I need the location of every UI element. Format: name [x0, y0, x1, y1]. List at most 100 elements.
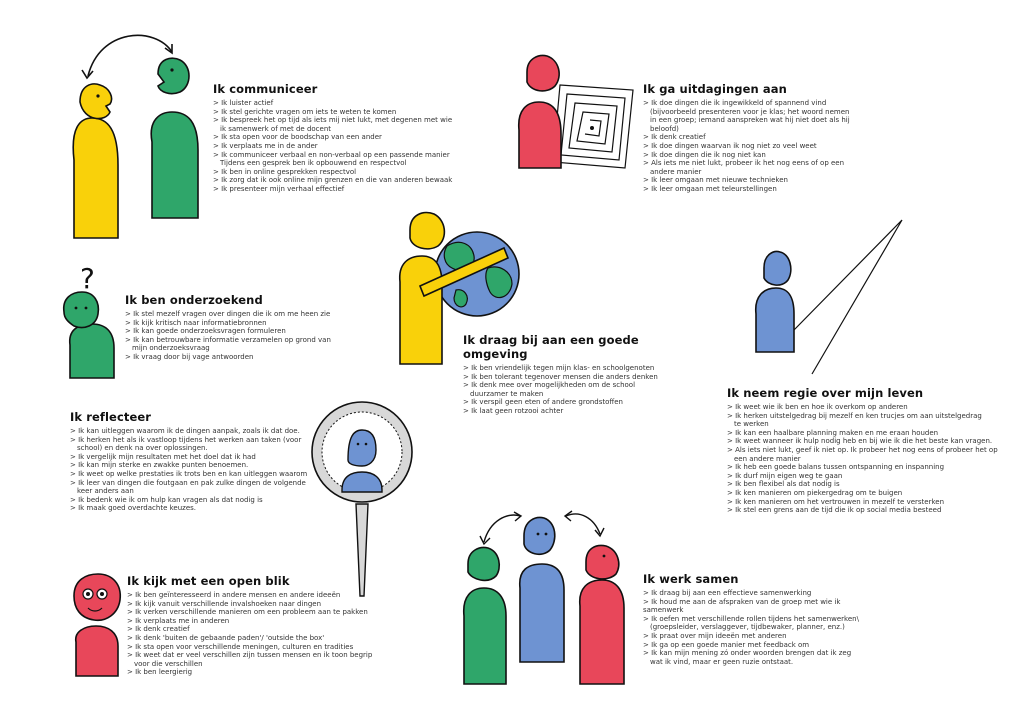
- section-self-direction: Ik neem regie over mijn leven Ik weet wi…: [727, 386, 1012, 515]
- list-item: wat ik vind, maar er geen ruzie ontstaat…: [650, 657, 794, 666]
- list-item: Ik herken het als ik vastloop tijdens he…: [70, 436, 310, 445]
- environment-illustration: [398, 211, 520, 365]
- question-mark-icon: ?: [80, 262, 95, 295]
- red-person-icon: [578, 544, 625, 685]
- list-item: Ik kan uitleggen waarom ik de dingen aan…: [70, 427, 310, 436]
- list-item: Ik denk mee over mogelijkheden om de sch…: [463, 381, 693, 390]
- green-head-icon: [62, 291, 115, 379]
- list-item: te werken: [734, 420, 769, 429]
- list-item: een andere manier: [734, 454, 801, 463]
- list-item: Ik kan goede onderzoeksvragen formuleren: [125, 327, 375, 336]
- list-item: Ik doe dingen waarvan ik nog niet zo vee…: [643, 142, 873, 151]
- section-open-mind: Ik kijk met een open blik Ik ben geïnter…: [127, 574, 377, 677]
- section-title: Ik draag bij aan een goede omgeving: [463, 333, 639, 361]
- section-list: Ik ben geïnteresseerd in andere mensen e…: [127, 591, 377, 677]
- blue-person-icon: [341, 429, 383, 493]
- section-title: Ik ben onderzoekend: [125, 293, 263, 307]
- list-item: Ik weet dat er veel verschillen zijn tus…: [127, 651, 377, 660]
- list-item: (bijvoorbeeld presenteren voor je klas; …: [650, 107, 850, 116]
- section-list: Ik doe dingen die ik ingewikkeld of span…: [643, 99, 873, 194]
- list-item: Ik vergelijk mijn resultaten met het doe…: [70, 453, 310, 462]
- list-item: Ik ken manieren om piekergedrag om te bu…: [727, 489, 1012, 498]
- green-person-icon: [462, 546, 507, 685]
- list-item: beloofd): [650, 124, 679, 133]
- list-item: Ik weet op welke prestaties ik trots ben…: [70, 470, 310, 479]
- list-item: Ik ben tolerant tegenover mensen die and…: [463, 373, 693, 382]
- list-item: Ik verplaats me in de ander: [213, 142, 503, 151]
- list-item: Ik ben flexibel als dat nodig is: [727, 480, 1012, 489]
- list-item: Ik bedenk wie ik om hulp kan vragen als …: [70, 496, 310, 505]
- list-item: Ik ben vriendelijk tegen mijn klas- en s…: [463, 364, 693, 373]
- list-item: Ik sta open voor de boodschap van een an…: [213, 133, 503, 142]
- section-list: Ik draag bij aan een effectieve samenwer…: [643, 589, 883, 666]
- section-reflect: Ik reflecteer Ik kan uitleggen waarom ik…: [70, 410, 310, 513]
- list-item: Ik stel een grens aan de tijd die ik op …: [727, 506, 1012, 515]
- list-item: Ik doe dingen die ik nog niet kan: [643, 151, 873, 160]
- list-item: Ik verplaats me in anderen: [127, 617, 377, 626]
- list-item: Ik kan mijn mening zó onder woorden bren…: [643, 649, 883, 658]
- list-item: Ik stel gerichte vragen om iets te weten…: [213, 108, 503, 117]
- list-item: Ik kan mijn sterke en zwakke punten beno…: [70, 461, 310, 470]
- blue-person-icon: [754, 250, 795, 353]
- section-environment: Ik draag bij aan een goede omgeving Ik b…: [463, 333, 693, 416]
- section-list: Ik stel mezelf vragen over dingen die ik…: [125, 310, 375, 362]
- list-item: Ik zorg dat ik ook online mijn grenzen e…: [213, 176, 503, 185]
- list-item: keer anders aan: [77, 487, 134, 496]
- section-list: Ik ben vriendelijk tegen mijn klas- en s…: [463, 364, 693, 416]
- research-illustration: ?: [62, 262, 115, 379]
- list-item: Ik herken uitstelgedrag bij mezelf en ke…: [727, 412, 1012, 421]
- list-item: Ik vraag door bij vage antwoorden: [125, 353, 375, 362]
- section-title: Ik werk samen: [643, 572, 739, 586]
- list-item: Ik durf mijn eigen weg te gaan: [727, 472, 1012, 481]
- list-item: Ik weet wie ik ben en hoe ik overkom op …: [727, 403, 1012, 412]
- list-item: Ik sta open voor verschillende meningen,…: [127, 643, 377, 652]
- list-item: Ik denk creatief: [643, 133, 873, 142]
- list-item: Ik verspil geen eten of andere grondstof…: [463, 398, 693, 407]
- list-item: duurzamer te maken: [470, 389, 544, 398]
- open-mind-illustration: [73, 573, 122, 677]
- section-title: Ik kijk met een open blik: [127, 574, 290, 588]
- list-item: Tijdens een gesprek ben ik opbouwend en …: [220, 159, 407, 168]
- section-communicate: Ik communiceer Ik luister actief Ik stel…: [213, 82, 503, 194]
- list-item: Ik leer van dingen die foutgaan en pak z…: [70, 479, 310, 488]
- list-item: Ik stel mezelf vragen over dingen die ik…: [125, 310, 375, 319]
- yellow-person-icon: [398, 211, 510, 365]
- list-item: Ik ben in online gesprekken respectvol: [213, 168, 503, 177]
- reflect-illustration: [311, 401, 413, 597]
- yellow-person-icon: [72, 83, 119, 239]
- list-item: Ik kan betrouwbare informatie verzamelen…: [125, 336, 375, 345]
- list-item: Ik weet wanneer ik hulp nodig heb en bij…: [727, 437, 1012, 446]
- section-title: Ik ga uitdagingen aan: [643, 82, 787, 96]
- list-item: voor die verschillen: [134, 659, 203, 668]
- list-item: Ik kan een haalbare planning maken en me…: [727, 429, 1012, 438]
- list-item: Als iets me niet lukt, probeer ik het no…: [643, 159, 873, 168]
- section-challenges: Ik ga uitdagingen aan Ik doe dingen die …: [643, 82, 873, 194]
- list-item: Ik ben geïnteresseerd in andere mensen e…: [127, 591, 377, 600]
- section-list: Ik luister actief Ik stel gerichte vrage…: [213, 99, 503, 194]
- section-title: Ik reflecteer: [70, 410, 152, 424]
- red-person-icon: [73, 573, 122, 677]
- collaborate-illustration: [462, 510, 625, 685]
- curved-arrow-icon: [483, 514, 521, 543]
- list-item: Ik ken manieren om het vertrouwen in mez…: [727, 498, 1012, 507]
- list-item: (groepsleider, verslaggever, tijdbewaker…: [650, 623, 845, 632]
- list-item: Ik laat geen rotzooi achter: [463, 407, 693, 416]
- list-item: Ik bespreek het op tijd als iets mij nie…: [213, 116, 503, 125]
- list-item: Ik kijk vanuit verschillende invalshoeke…: [127, 600, 377, 609]
- challenge-illustration: [517, 54, 634, 169]
- section-list: Ik weet wie ik ben en hoe ik overkom op …: [727, 403, 1012, 515]
- list-item: school) en denk na over oplossingen.: [77, 444, 208, 453]
- list-item: Ik draag bij aan een effectieve samenwer…: [643, 589, 883, 598]
- list-item: Als iets niet lukt, geef ik niet op. Ik …: [727, 446, 1012, 455]
- list-item: in een groep; iemand aanspreken wat hij …: [650, 116, 850, 125]
- section-list: Ik kan uitleggen waarom ik de dingen aan…: [70, 427, 310, 513]
- list-item: Ik denk creatief: [127, 625, 377, 634]
- list-item: Ik maak goed overdachte keuzes.: [70, 504, 310, 513]
- list-item: Ik leer omgaan met nieuwe technieken: [643, 176, 873, 185]
- self-direction-illustration: [754, 219, 903, 375]
- list-item: Ik heb een goede balans tussen ontspanni…: [727, 463, 1012, 472]
- blue-person-icon: [518, 516, 565, 663]
- list-item: Ik kijk kritisch naar informatiebronnen: [125, 319, 375, 328]
- list-item: Ik presenteer mijn verhaal effectief: [213, 185, 503, 194]
- communicate-illustration: [72, 34, 199, 239]
